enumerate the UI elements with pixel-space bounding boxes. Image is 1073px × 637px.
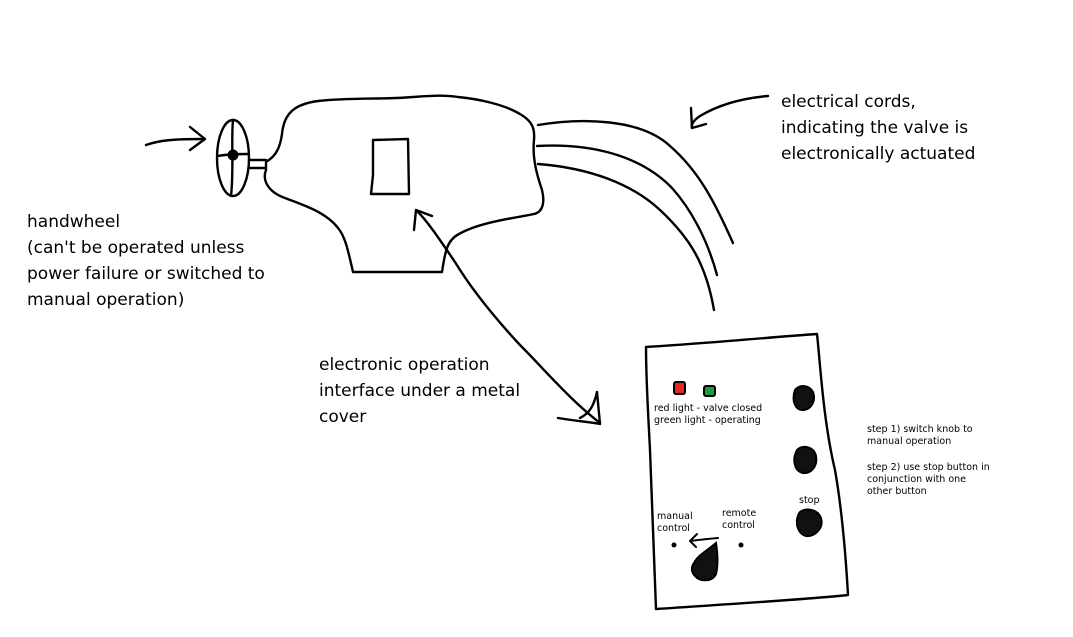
panel-button-top-icon (792, 385, 815, 412)
handwheel-label-line: (can't be operated unless (27, 238, 245, 258)
remote-control-label: remote control (722, 508, 756, 532)
manual-position-dot-icon (671, 542, 677, 548)
electrical-cords-label: electrical cords, indicating the valve i… (781, 89, 975, 167)
handwheel-label-line: power failure or switched to (27, 264, 265, 284)
electronic-interface-label-line: interface under a metal (319, 381, 521, 401)
manual-control-label-line: manual (657, 511, 693, 522)
manual-control-label: manual control (657, 511, 693, 535)
electronic-interface-label-line: cover (319, 407, 367, 427)
electrical-cords (535, 119, 735, 312)
handwheel-arrow (144, 125, 207, 152)
step1-line: step 1) switch knob to (867, 424, 973, 435)
electronic-interface-label: electronic operation interface under a m… (319, 352, 520, 430)
remote-position-dot-icon (738, 542, 744, 548)
step1-line: manual operation (867, 436, 952, 447)
remote-control-label-line: remote (722, 508, 757, 519)
lights-legend: red light - valve closed green light - o… (654, 403, 762, 427)
knob-direction-arrow (689, 533, 719, 548)
step2-line: other button (867, 486, 927, 497)
handwheel-label: handwheel (can't be operated unless powe… (27, 209, 265, 313)
stop-label: stop (799, 495, 820, 506)
electrical-cords-label-line: electrical cords, (781, 92, 916, 112)
step2-line: step 2) use stop button in (867, 462, 990, 473)
handwheel-label-line: handwheel (27, 212, 121, 232)
manual-control-label-line: control (657, 523, 690, 534)
cords-arrow (689, 94, 770, 130)
electrical-cords-label-line: indicating the valve is (781, 118, 969, 138)
valve-actuator-body (263, 94, 545, 274)
red-light-legend: red light - valve closed (654, 403, 763, 414)
stop-button-icon (795, 508, 823, 538)
green-light-legend: green light - operating (654, 415, 761, 426)
red-light-icon (673, 381, 686, 395)
interface-arrow (412, 208, 602, 426)
step2-line: conjunction with one (867, 474, 967, 485)
remote-control-label-line: control (722, 520, 755, 531)
steps-instructions: step 1) switch knob to manual operation … (867, 424, 990, 498)
electronic-interface-label-line: electronic operation (319, 355, 490, 375)
electrical-cords-label-line: electronically actuated (781, 144, 976, 164)
selector-knob-icon (690, 541, 719, 582)
panel-button-middle-icon (793, 445, 818, 475)
handwheel-icon (215, 118, 268, 198)
green-light-icon (703, 385, 716, 397)
control-panel (644, 332, 850, 611)
handwheel-label-line: manual operation) (27, 290, 185, 310)
